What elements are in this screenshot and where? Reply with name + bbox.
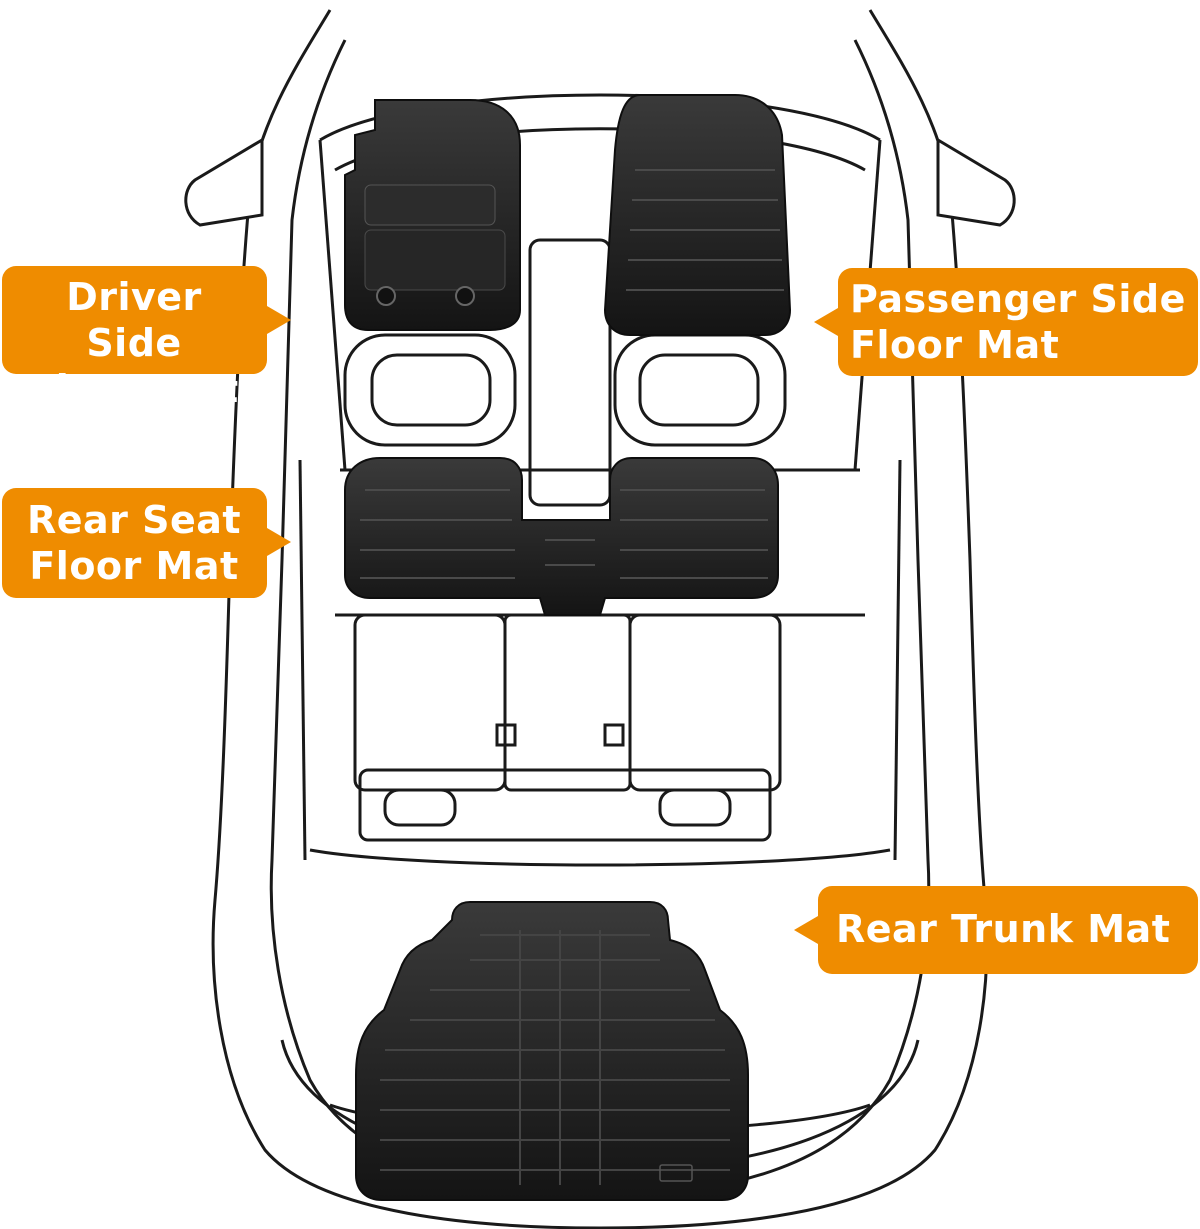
driver-side-floor-mat	[344, 99, 521, 331]
passenger-side-floor-mat	[603, 94, 792, 336]
rear-seat-label: Rear Seat Floor Mat	[26, 498, 242, 588]
rear-trunk-mat	[355, 901, 749, 1201]
passenger-side-arrow	[814, 308, 838, 336]
rear-seats	[353, 613, 782, 842]
rear-trunk-arrow	[794, 916, 818, 944]
rear-seat-floor-mat	[344, 457, 779, 616]
driver-side-label: Driver Side Floor Mat	[29, 275, 239, 411]
passenger-side-label: Passenger Side Floor Mat	[850, 277, 1186, 367]
rear-seat-arrow	[267, 528, 291, 556]
rear-seat-callout: Rear Seat Floor Mat	[2, 488, 267, 598]
rear-trunk-label: Rear Trunk Mat	[836, 907, 1171, 951]
rear-trunk-callout: Rear Trunk Mat	[818, 886, 1198, 974]
driver-side-arrow	[267, 306, 291, 334]
passenger-side-callout: Passenger Side Floor Mat	[838, 268, 1198, 376]
driver-side-callout: Driver Side Floor Mat	[2, 266, 267, 411]
side-mirrors	[184, 137, 1016, 227]
